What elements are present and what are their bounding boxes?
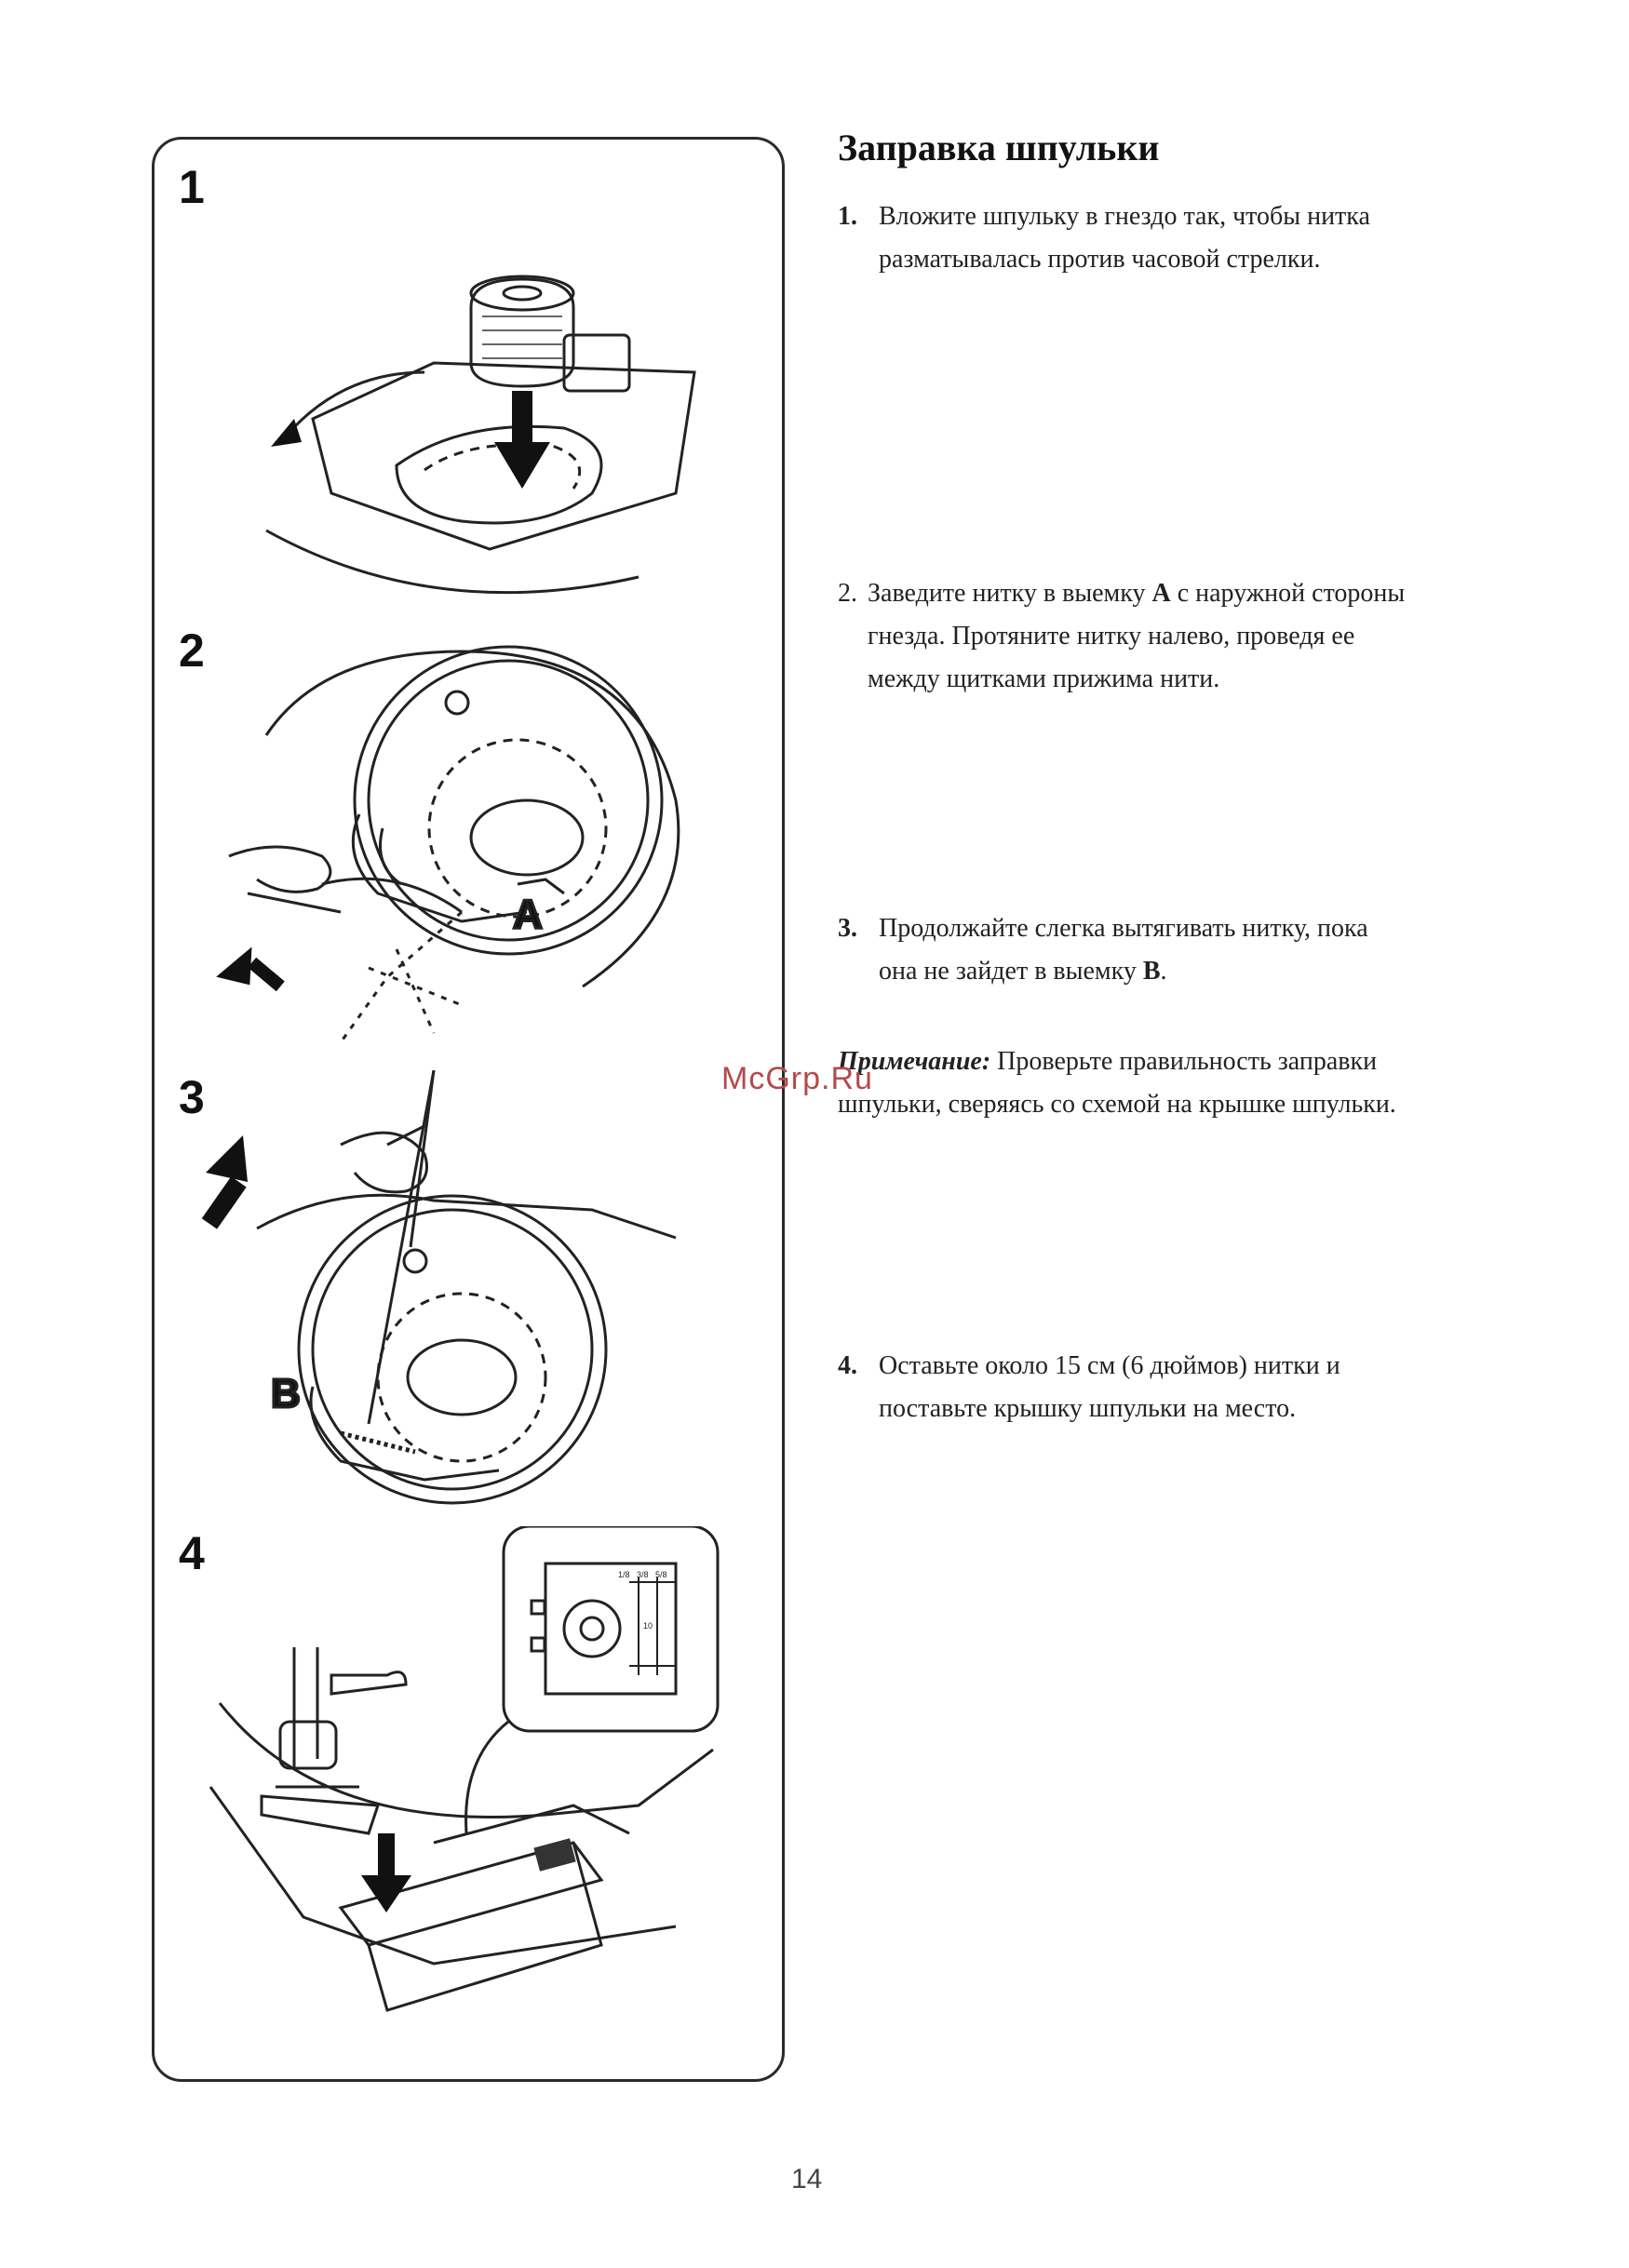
note-line-1: Проверьте правильность заправки — [990, 1047, 1378, 1076]
figure-4-attach-cover: 1/8 3/8 5/8 10 — [155, 1526, 785, 2082]
step-3-text: 3. Продолжайте слегка вытягивать нитку, п… — [838, 907, 1508, 993]
step-4-line-1: Оставьте около 15 см (6 дюймов) нитки и — [879, 1351, 1340, 1380]
figure-4-number: 4 — [179, 1527, 205, 1579]
step-1-line-2: разматывалась против часовой стрелки. — [879, 245, 1321, 274]
step-3-number: 3. — [838, 914, 857, 943]
note-text: Примечание: Проверьте правильность запра… — [838, 1040, 1508, 1126]
figure-2-label-a: A — [513, 892, 543, 937]
step-3-line-2a: она не зайдет в выемку — [879, 957, 1143, 986]
step-1-line-1: Вложите шпульку в гнездо так, чтобы нитк… — [879, 202, 1370, 231]
step-4-number: 4. — [838, 1351, 857, 1380]
step-2-line-2: гнезда. Протяните нитку налево, проведя … — [868, 622, 1355, 651]
illustration-panel: 1 2 — [152, 137, 785, 2082]
figure-1-number: 1 — [179, 161, 205, 213]
step-3-line-1: Продолжайте слегка вытягивать нитку, пок… — [879, 914, 1368, 943]
figure-1-drop-bobbin — [155, 140, 785, 614]
inset-scale-tick-3: 5/8 — [655, 1570, 667, 1579]
page-number: 14 — [791, 2164, 823, 2194]
figure-3-number: 3 — [179, 1071, 205, 1123]
figure-3-thread-notch-b: B — [155, 1070, 785, 1526]
note-line-2: шпульки, сверяясь со схемой на крышке шп… — [838, 1090, 1396, 1119]
step-2-line-1b: с наружной стороны — [1170, 579, 1406, 608]
step-2-letter-a: A — [1151, 579, 1171, 608]
inset-scale-tick-1: 1/8 — [618, 1570, 630, 1579]
step-3-line-2b: . — [1160, 957, 1167, 986]
inset-scale-tick-2: 3/8 — [637, 1570, 649, 1579]
inset-scale-tick-4: 10 — [643, 1621, 653, 1631]
figure-2-thread-notch-a: A — [155, 614, 785, 1070]
step-2-number: 2. — [838, 579, 857, 608]
step-4-text: 4. Оставьте около 15 см (6 дюймов) нитки … — [838, 1345, 1508, 1430]
step-3-letter-b: B — [1142, 957, 1161, 986]
figure-3-label-b: B — [271, 1371, 301, 1416]
watermark: McGrp.Ru — [721, 1061, 873, 1096]
step-2-line-1a: Заведите нитку в выемку — [868, 579, 1152, 608]
step-2-line-3: между щитками прижима нити. — [868, 664, 1220, 693]
step-2-text: 2. Заведите нитку в выемку A с наружной с… — [838, 572, 1508, 701]
step-1-number: 1. — [838, 202, 857, 231]
step-4-line-2: поставьте крышку шпульки на место. — [879, 1394, 1297, 1423]
note-label: Примечание: — [838, 1047, 991, 1076]
figure-2-number: 2 — [179, 624, 205, 677]
step-1-text: 1. Вложите шпульку в гнездо так, чтобы ни… — [838, 195, 1508, 281]
page-title: Заправка шпульки — [838, 127, 1160, 168]
